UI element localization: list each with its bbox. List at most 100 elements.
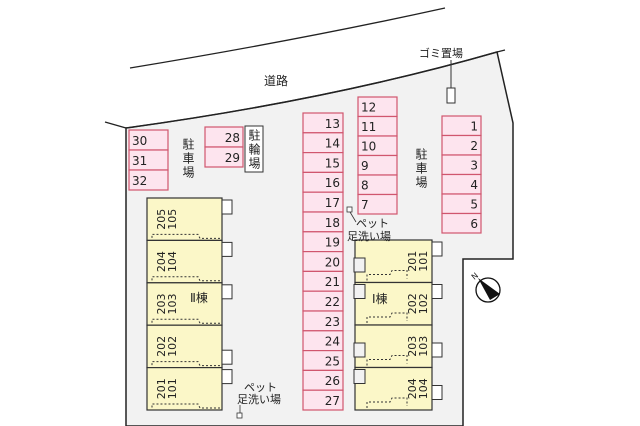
parking-space-number: 15 [325, 156, 340, 170]
road-label: 道路 [264, 73, 288, 88]
parking-space-number: 1 [470, 120, 478, 134]
parking-space-number: 24 [325, 335, 340, 349]
parking-space-10: 10 [357, 135, 398, 157]
road-edge-upper [129, 7, 446, 69]
parking-space-number: 13 [325, 117, 340, 131]
parking-space-number: 5 [470, 198, 478, 212]
parking-space-number: 16 [325, 176, 340, 190]
road-edge-lower [104, 121, 127, 129]
parking-space-number: 29 [225, 151, 240, 165]
parking-space-1: 1 [441, 115, 482, 137]
parking-space-11: 11 [357, 115, 398, 137]
unit-number: 102 [417, 293, 430, 314]
parking-space-22: 22 [302, 290, 344, 312]
building-2-label: Ⅱ棟 [190, 290, 208, 305]
unit-number: 104 [166, 251, 179, 272]
parking-space-9: 9 [357, 154, 398, 176]
parking-space-14: 14 [302, 132, 344, 154]
parking-label-left: 駐車場 [181, 138, 195, 180]
parking-space-number: 28 [225, 131, 240, 145]
unit-number: 202 [406, 293, 419, 314]
parking-space-31: 31 [128, 149, 169, 171]
parking-space-number: 4 [470, 178, 478, 192]
parking-space-32: 32 [128, 169, 169, 191]
parking-space-4: 4 [441, 173, 482, 195]
parking-space-13: 13 [302, 112, 344, 134]
parking-space-16: 16 [302, 171, 344, 193]
parking-space-15: 15 [302, 152, 344, 174]
parking-space-21: 21 [302, 270, 344, 292]
unit-number: 203 [406, 336, 419, 357]
parking-space-8: 8 [357, 174, 398, 196]
unit-number: 204 [406, 378, 419, 399]
parking-space-20: 20 [302, 251, 344, 273]
parking-space-number: 14 [325, 137, 340, 151]
garbage-label: ゴミ置場 [419, 46, 463, 60]
bike-parking-label: 駐輪場 [247, 129, 261, 171]
parking-space-number: 31 [132, 154, 147, 168]
parking-space-number: 25 [325, 354, 340, 368]
parking-space-number: 7 [361, 198, 369, 212]
bike-parking [244, 125, 264, 173]
pet-wash-upper-line1: ペット [356, 217, 389, 230]
parking-space-17: 17 [302, 191, 344, 213]
unit-number: 205 [155, 209, 168, 230]
garbage-area [446, 87, 456, 104]
unit-number: 201 [155, 378, 168, 399]
unit-number: 202 [155, 336, 168, 357]
unit-number: 203 [155, 294, 168, 315]
parking-space-number: 8 [361, 179, 369, 193]
parking-space-number: 21 [325, 275, 340, 289]
parking-space-29: 29 [204, 146, 244, 168]
unit-number: 103 [166, 294, 179, 315]
unit-number: 201 [406, 251, 419, 272]
pet-wash-lower-line1: ペット [244, 381, 277, 394]
parking-space-25: 25 [302, 350, 344, 372]
unit-number: 101 [166, 378, 179, 399]
parking-space-number: 30 [132, 134, 147, 148]
parking-space-3: 3 [441, 154, 482, 176]
parking-space-7: 7 [357, 193, 398, 215]
pet-wash-upper-line2: 足洗い場 [347, 230, 391, 243]
parking-space-5: 5 [441, 193, 482, 215]
parking-space-number: 26 [325, 374, 340, 388]
parking-space-number: 17 [325, 196, 340, 210]
parking-space-12: 12 [357, 96, 398, 118]
parking-space-number: 10 [361, 140, 376, 154]
parking-space-number: 22 [325, 295, 340, 309]
parking-space-number: 23 [325, 315, 340, 329]
parking-label-right: 駐車場 [414, 148, 428, 190]
parking-space-19: 19 [302, 231, 344, 253]
parking-space-28: 28 [204, 126, 244, 148]
parking-space-27: 27 [302, 389, 344, 411]
compass-north-label: N [470, 271, 480, 282]
unit-number: 101 [417, 251, 430, 272]
parking-space-number: 3 [470, 159, 478, 173]
parking-space-number: 6 [470, 217, 478, 231]
parking-space-number: 19 [325, 236, 340, 250]
building-1-label: Ⅰ棟 [372, 291, 388, 306]
parking-space-6: 6 [441, 212, 482, 234]
north-compass-icon: N [470, 271, 501, 303]
parking-space-number: 32 [132, 174, 147, 188]
unit-number: 204 [155, 251, 168, 272]
parking-space-30: 30 [128, 129, 169, 151]
parking-space-2: 2 [441, 134, 482, 156]
parking-space-number: 27 [325, 394, 340, 408]
pet-wash-lower-marker [236, 412, 243, 419]
parking-space-24: 24 [302, 330, 344, 352]
parking-space-number: 20 [325, 255, 340, 269]
